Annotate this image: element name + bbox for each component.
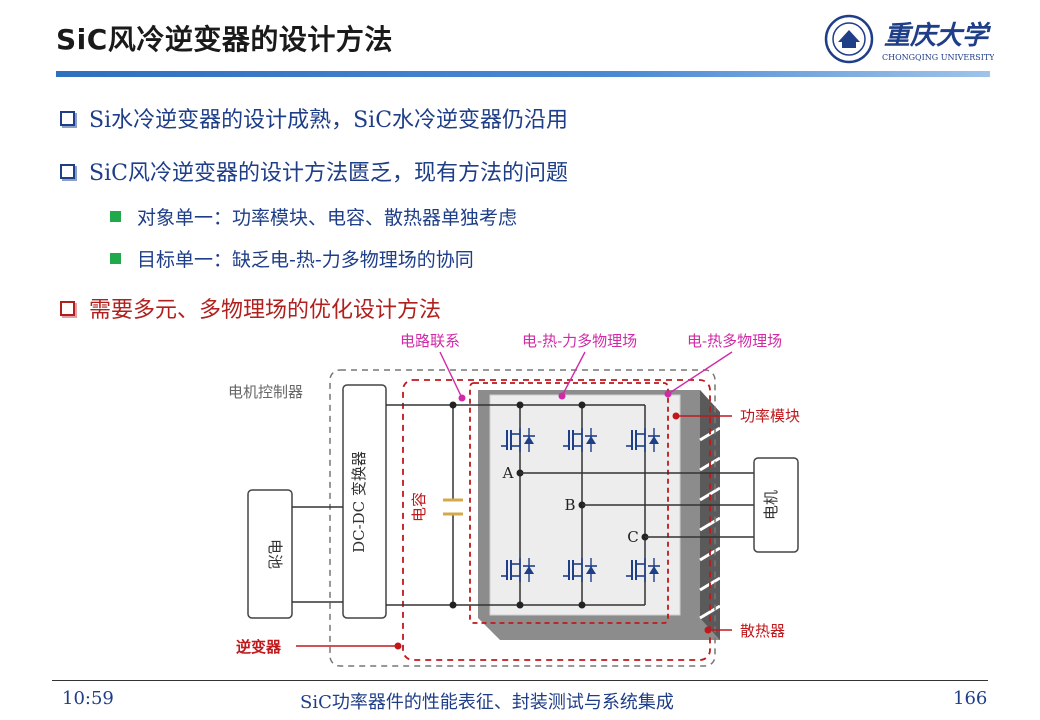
university-name: 重庆大学	[884, 21, 992, 51]
page-title: SiC风冷逆变器的设计方法	[56, 23, 393, 56]
bullet-2: SiC风冷逆变器的设计方法匮乏，现有方法的问题	[60, 155, 568, 187]
inverter-label: 逆变器	[236, 638, 282, 656]
footer-time: 10:59	[62, 688, 114, 709]
bullet-1: Si水冷逆变器的设计成熟，SiC水冷逆变器仍沿用	[60, 102, 568, 134]
phase-c-label: C	[627, 528, 638, 546]
sub-bullet-2-text: 目标单一：缺乏电-热-力多物理场的协同	[137, 249, 474, 271]
dcdc-label: DC-DC 变换器	[350, 451, 368, 553]
sub-bullet-1-text: 对象单一：功率模块、电容、散热器单独考虑	[137, 207, 518, 229]
university-logo: 重庆大学 CHONGQING UNIVERSITY	[824, 12, 995, 66]
circuit-link-label: 电路联系	[400, 332, 460, 350]
square-bullet-icon	[110, 253, 121, 264]
heatsink-side	[700, 390, 720, 640]
phase-b-label: B	[564, 496, 575, 514]
checkbox-bullet-icon	[60, 300, 75, 316]
checkbox-bullet-icon	[60, 163, 75, 179]
inverter-diagram: 电池 DC-DC 变换器 电容 A B C 电机 电路联系 电-热-力多物理场 …	[228, 332, 800, 667]
bullet-2-text: SiC风冷逆变器的设计方法匮乏，现有方法的问题	[89, 161, 568, 186]
motor-label: 电机	[762, 490, 780, 520]
bullet-3: 需要多元、多物理场的优化设计方法	[60, 292, 441, 324]
footer-divider	[52, 680, 988, 681]
motor-controller-label: 电机控制器	[228, 383, 303, 401]
sub-bullet-2: 目标单一：缺乏电-热-力多物理场的协同	[110, 245, 474, 272]
motor-box	[753, 457, 799, 553]
sub-bullet-1: 对象单一：功率模块、电容、散热器单独考虑	[110, 203, 517, 230]
capacitor-label: 电容	[410, 492, 428, 522]
title-underline	[56, 71, 990, 77]
etm-field-label: 电-热-力多物理场	[522, 332, 637, 350]
et-field-label: 电-热多物理场	[687, 332, 782, 350]
battery-box	[247, 489, 293, 619]
university-seal-icon	[824, 14, 874, 64]
university-name-en: CHONGQING UNIVERSITY	[882, 53, 994, 62]
footer-page-number: 166	[953, 688, 988, 709]
phase-a-label: A	[502, 464, 514, 482]
motor-controller-boundary	[329, 369, 716, 667]
bullet-1-text: Si水冷逆变器的设计成熟，SiC水冷逆变器仍沿用	[89, 108, 569, 133]
inverter-boundary	[402, 379, 711, 661]
footer-center: SiC功率器件的性能表征、封装测试与系统集成	[300, 692, 674, 713]
checkbox-bullet-icon	[60, 110, 75, 126]
bullet-3-text: 需要多元、多物理场的优化设计方法	[89, 298, 442, 323]
square-bullet-icon	[110, 211, 121, 222]
dcdc-box	[342, 384, 387, 619]
heatsink-label: 散热器	[740, 622, 785, 640]
power-module-label: 功率模块	[740, 407, 800, 425]
battery-label: 电池	[266, 539, 284, 569]
